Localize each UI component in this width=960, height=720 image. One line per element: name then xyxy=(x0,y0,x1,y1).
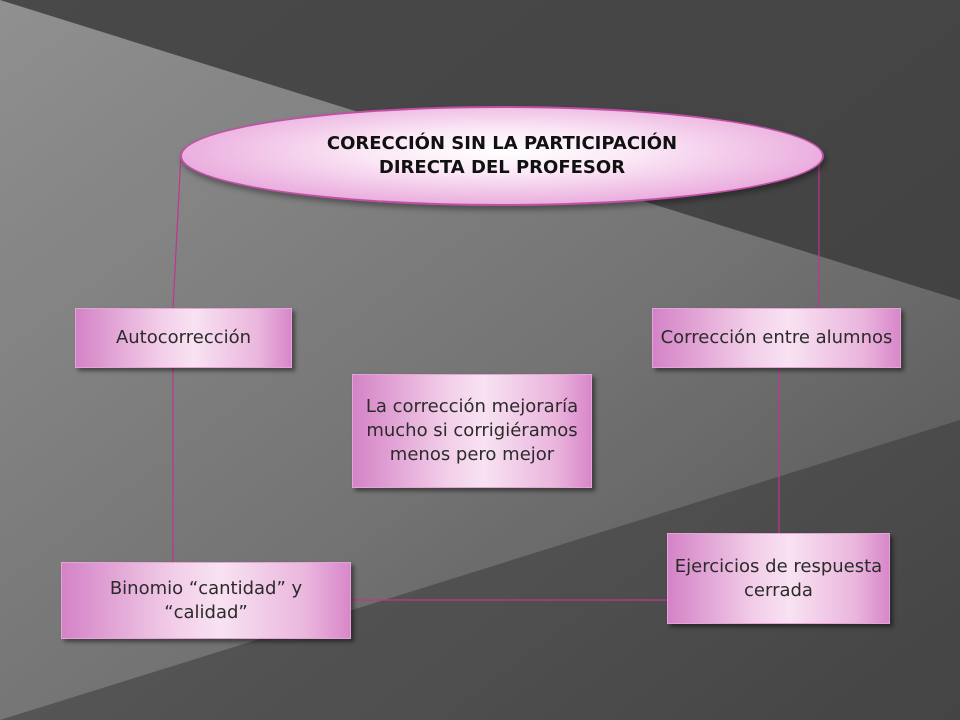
diagram-title: CORECCIÓN SIN LA PARTICIPACIÓN DIRECTA D… xyxy=(180,106,824,206)
node-autocorreccion-label: Autocorrección xyxy=(115,327,252,348)
node-correccion-entre-alumnos-label: Corrección entre alumnos xyxy=(660,327,893,348)
node-mejoraria-label: La corrección mejoraría mucho si corrigi… xyxy=(365,396,579,465)
node-mejoraria: La corrección mejoraría mucho si corrigi… xyxy=(352,374,592,488)
node-autocorreccion: Autocorrección xyxy=(75,308,292,368)
node-binomio: Binomio “cantidad” y “calidad” xyxy=(61,562,351,639)
diagram-title-line-1: CORECCIÓN SIN LA PARTICIPACIÓN xyxy=(326,133,678,154)
node-ejercicios: Ejercicios de respuesta cerrada xyxy=(667,533,890,624)
background-dark-band-bottom xyxy=(0,420,960,720)
diagram-title-text: CORECCIÓN SIN LA PARTICIPACIÓN DIRECTA D… xyxy=(262,132,742,180)
node-binomio-label: Binomio “cantidad” y “calidad” xyxy=(109,577,303,623)
node-ejercicios-label: Ejercicios de respuesta cerrada xyxy=(674,555,883,601)
node-correccion-entre-alumnos: Corrección entre alumnos xyxy=(652,308,901,368)
diagram-title-line-2: DIRECTA DEL PROFESOR xyxy=(378,157,626,178)
connector-title-autocorreccion xyxy=(172,154,182,309)
